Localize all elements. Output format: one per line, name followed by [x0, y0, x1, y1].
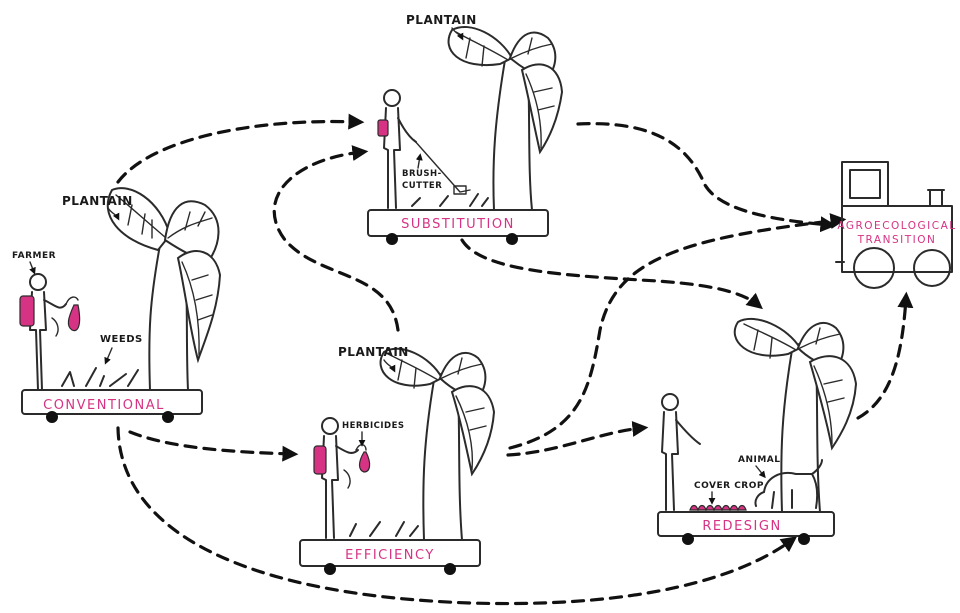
- arrow-conventional-to-efficiency: [128, 430, 299, 462]
- cover-crop-icon: [689, 504, 747, 512]
- arrow-conventional-to-redesign: [116, 426, 798, 606]
- animal-label: ANIMAL: [738, 455, 781, 465]
- cart-label-substitution: SUBSTITUTION: [401, 217, 515, 232]
- arrow-efficiency-to-substitution: [272, 145, 400, 332]
- arrow-efficiency-to-train: [508, 213, 847, 450]
- herbicides-label: HERBICIDES: [342, 421, 405, 431]
- farmer-label: FARMER: [12, 251, 56, 261]
- arrow-substitution-to-train: [576, 122, 837, 233]
- cover-crop-label: COVER CROP: [694, 481, 764, 491]
- train-label-line1: AGROECOLOGICAL: [837, 220, 956, 232]
- plantain-label-conventional: PLANTAIN: [62, 194, 133, 208]
- weeds-label: WEEDS: [100, 334, 143, 345]
- farmer-figure: [19, 273, 81, 391]
- arrow-redesign-to-train: [856, 291, 914, 420]
- cart-label-conventional: CONVENTIONAL: [43, 398, 165, 413]
- plantain-plant: [733, 317, 858, 513]
- scene-redesign: REDESIGN COVER CROP ANIMAL: [657, 317, 858, 545]
- train-label-line2: TRANSITION: [857, 234, 937, 246]
- weeds-icon: [61, 367, 139, 387]
- train-locomotive: AGROECOLOGICAL TRANSITION: [835, 161, 956, 289]
- scene-substitution: SUBSTITUTION PLANTAIN BRUSH- CUTTER: [367, 13, 564, 245]
- transition-arrows: [116, 113, 914, 606]
- farmer-figure: [313, 417, 371, 539]
- cart-label-redesign: REDESIGN: [702, 519, 781, 534]
- cart-label-efficiency: EFFICIENCY: [345, 548, 435, 563]
- farmer-figure: [661, 393, 701, 511]
- brush-cutter-label-2: CUTTER: [402, 181, 442, 191]
- plantain-plant: [106, 187, 222, 391]
- arrow-efficiency-to-redesign: [506, 420, 649, 457]
- plantain-plant: [447, 25, 564, 211]
- farmer-figure: [377, 89, 471, 209]
- brush-cutter-label-1: BRUSH-: [402, 169, 442, 179]
- scene-conventional: CONVENTIONAL PLANTAIN FARMER WEEDS: [12, 187, 222, 423]
- arrow-conventional-to-substitution: [116, 113, 365, 184]
- scene-efficiency: EFFICIENCY PLANTAIN HERBICIDES: [299, 345, 496, 575]
- plantain-plant: [379, 347, 496, 541]
- arrow-substitution-to-redesign: [460, 238, 763, 310]
- plantain-label-efficiency: PLANTAIN: [338, 345, 409, 359]
- plantain-label-substitution: PLANTAIN: [406, 13, 477, 27]
- animal-icon: [754, 459, 823, 509]
